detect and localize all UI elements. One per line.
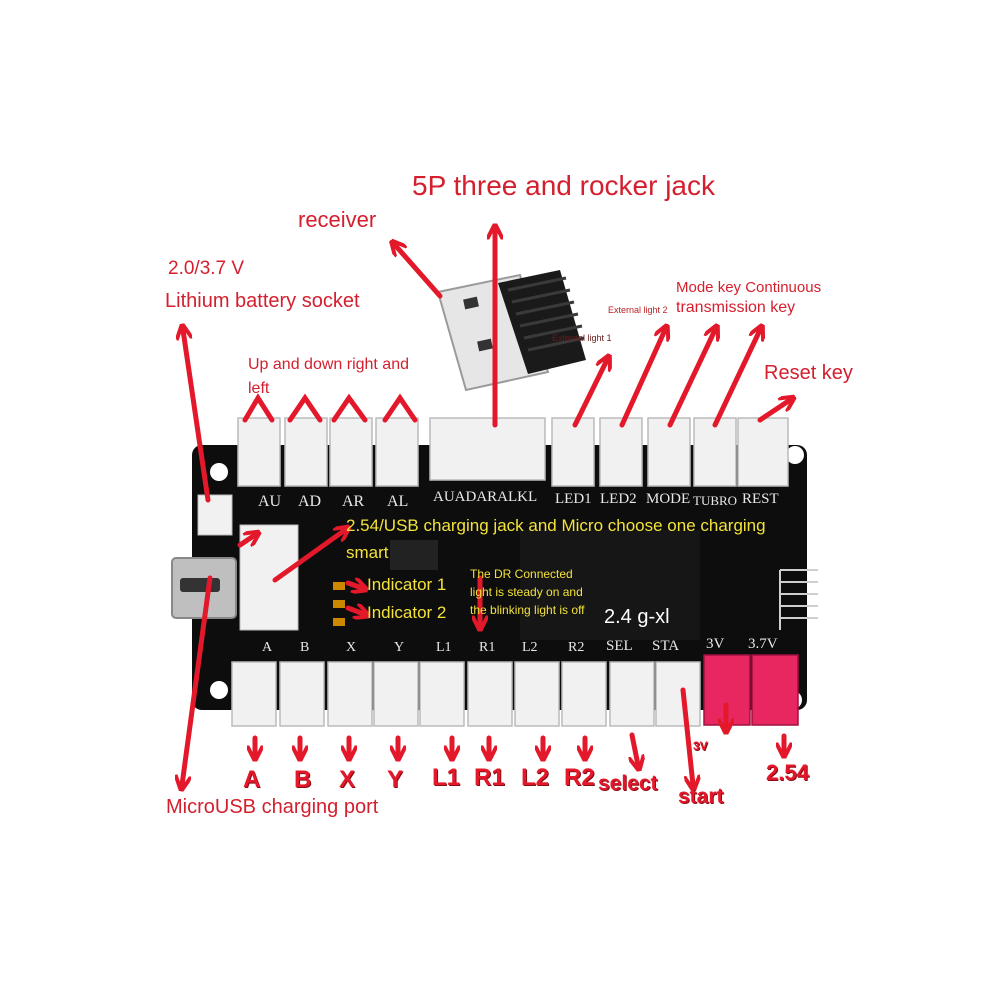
dr-note-line3: the blinking light is off bbox=[470, 603, 585, 617]
silk-r2: R2 bbox=[568, 640, 585, 655]
microusb-charging-port-label: MicroUSB charging port bbox=[166, 796, 379, 818]
wireless-label: 2.4 g-xl bbox=[604, 606, 670, 628]
silk-au: AU bbox=[258, 493, 282, 510]
label-b: B bbox=[294, 766, 312, 793]
receiver-label: receiver bbox=[298, 207, 377, 232]
direction-label-line2: left bbox=[248, 380, 270, 397]
label-select: select bbox=[598, 772, 658, 795]
silk-sta: STA bbox=[652, 638, 680, 654]
top-connector-shapes bbox=[237, 417, 789, 487]
indicator-1-label: Indicator 1 bbox=[367, 575, 447, 594]
silk-y: Y bbox=[394, 640, 405, 655]
silk-mode: MODE bbox=[646, 491, 691, 507]
label-r1: R1 bbox=[474, 764, 505, 791]
bottom-connector-shapes bbox=[231, 654, 799, 727]
label-a: A bbox=[243, 766, 261, 793]
silk-ad: AD bbox=[298, 493, 322, 510]
silk-l1: L1 bbox=[436, 640, 452, 655]
silk-r1: R1 bbox=[479, 640, 496, 655]
silk-led2: LED2 bbox=[600, 491, 637, 507]
silk-ar: AR bbox=[342, 493, 365, 510]
mode-key-label-line2: transmission key bbox=[676, 299, 796, 316]
dr-note-line2: light is steady on and bbox=[470, 585, 583, 599]
label-l1: L1 bbox=[432, 764, 461, 791]
controller-board bbox=[171, 445, 818, 710]
label-start: start bbox=[678, 785, 724, 808]
callout-arrows bbox=[182, 230, 790, 785]
external-light-2-label: External light 2 bbox=[608, 305, 668, 315]
silk-x: X bbox=[346, 640, 357, 655]
silk-l2: L2 bbox=[522, 640, 538, 655]
reset-key-label: Reset key bbox=[764, 362, 853, 384]
voltage-label: 2.0/3.7 V bbox=[168, 258, 245, 279]
label-y: Y bbox=[387, 766, 404, 793]
direction-label-line1: Up and down right and bbox=[248, 356, 409, 373]
label-l2: L2 bbox=[521, 764, 550, 791]
silk-rest: REST bbox=[742, 491, 779, 507]
label-x: X bbox=[339, 766, 356, 793]
external-light-1-label: External light 1 bbox=[552, 333, 612, 343]
silk-sel: SEL bbox=[606, 638, 633, 654]
lithium-battery-socket-label: Lithium battery socket bbox=[165, 290, 360, 312]
mode-key-label-line1: Mode key Continuous bbox=[676, 279, 822, 296]
charging-note-line2: smart bbox=[346, 543, 389, 562]
silk-b: B bbox=[300, 640, 310, 655]
silk-37v: 3.7V bbox=[748, 636, 778, 652]
usb-receiver-image bbox=[436, 270, 586, 392]
silk-auadaralkl: AUADARALKL bbox=[433, 489, 538, 505]
label-254: 2.54 bbox=[766, 760, 809, 785]
dr-note-line1: The DR Connected bbox=[470, 567, 573, 581]
silk-led1: LED1 bbox=[555, 491, 592, 507]
label-3v-small: 3V bbox=[693, 739, 708, 753]
label-r2: R2 bbox=[564, 764, 595, 791]
charging-note-line1: 2.54/USB charging jack and Micro choose … bbox=[346, 516, 766, 535]
five-pin-jack-label: 5P three and rocker jack bbox=[412, 170, 715, 201]
silk-tubro: TUBRO bbox=[693, 493, 738, 508]
silk-3v: 3V bbox=[706, 636, 725, 652]
indicator-2-label: Indicator 2 bbox=[367, 603, 447, 622]
silk-a: A bbox=[262, 640, 273, 655]
silk-al: AL bbox=[387, 493, 409, 510]
